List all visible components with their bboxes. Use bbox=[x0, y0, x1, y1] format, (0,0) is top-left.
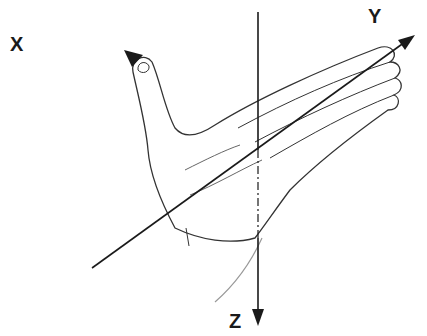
finger-crease bbox=[255, 78, 395, 142]
z-arrowhead bbox=[252, 309, 264, 326]
y-arrowhead bbox=[398, 35, 415, 50]
axis-label: Y bbox=[368, 6, 381, 26]
axis-label: X bbox=[10, 34, 23, 54]
finger-crease bbox=[238, 62, 390, 128]
z-axis bbox=[257, 238, 259, 312]
y-axis bbox=[92, 42, 405, 268]
wrist-line bbox=[186, 228, 189, 246]
hand-outline bbox=[133, 47, 402, 241]
thumb-nail bbox=[138, 63, 149, 73]
arm-line bbox=[215, 238, 262, 302]
axis-label: Z bbox=[229, 311, 241, 331]
x-arrowhead bbox=[124, 50, 143, 67]
z-axis bbox=[257, 12, 259, 150]
z-axis-hidden bbox=[257, 150, 258, 238]
